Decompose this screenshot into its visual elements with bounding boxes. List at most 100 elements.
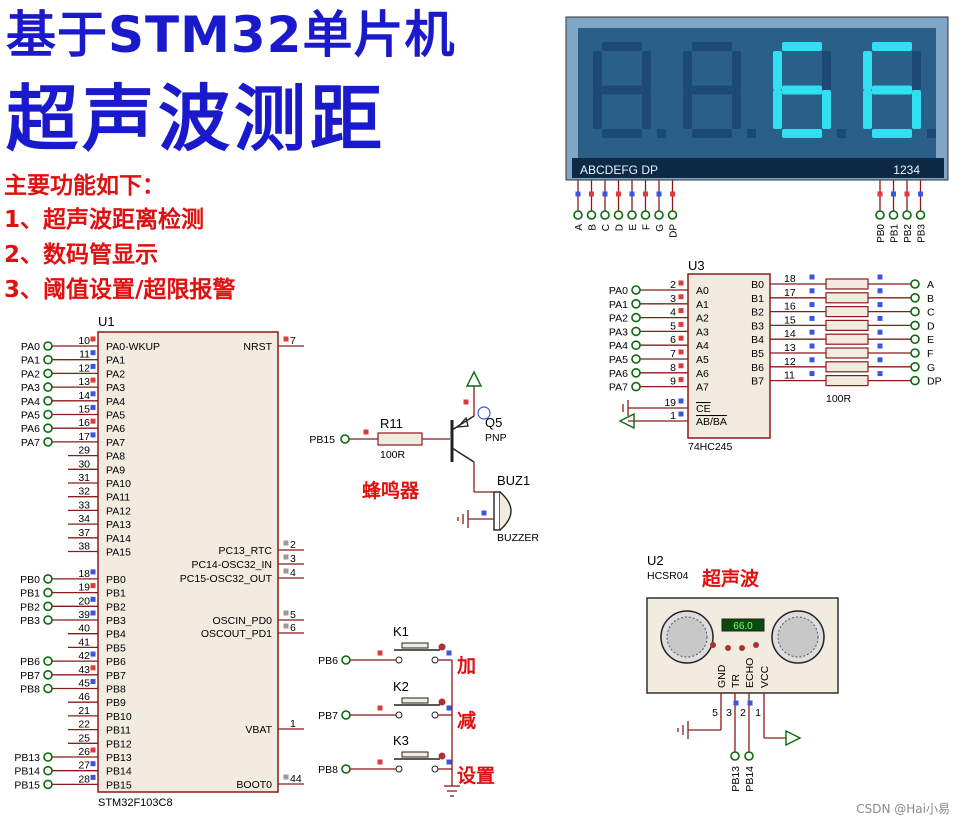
digit-1-segment-g bbox=[602, 85, 642, 95]
segment-pin-DP[interactable] bbox=[667, 210, 678, 220]
sensor-lcd bbox=[721, 618, 765, 632]
segment-net-terminal-B[interactable] bbox=[910, 292, 920, 303]
segment-net-terminal-C[interactable] bbox=[910, 306, 920, 317]
sensor-pin-number: 3 bbox=[726, 707, 732, 719]
buffer-in-terminal-PA0[interactable] bbox=[631, 285, 641, 295]
buffer-in-terminal-PA5[interactable] bbox=[631, 354, 641, 364]
mcu-net-terminal-PB1[interactable] bbox=[43, 587, 53, 598]
digit-pin-PB0[interactable] bbox=[875, 210, 885, 220]
sensor-net-terminal-PB13[interactable] bbox=[730, 751, 740, 761]
mcu-pin-name: PA12 bbox=[106, 505, 131, 517]
key-button-K3[interactable] bbox=[401, 751, 429, 758]
mcu-net-terminal-PB14[interactable] bbox=[43, 765, 53, 776]
segment-pin-A[interactable] bbox=[573, 210, 583, 220]
sensor-ref: U2 bbox=[647, 553, 664, 568]
buffer-pin-name: A5 bbox=[696, 354, 709, 366]
mcu-net-terminal-PB7[interactable] bbox=[43, 669, 53, 680]
buffer-in-terminal-PA1[interactable] bbox=[631, 298, 641, 309]
buffer-in-terminal-PA7[interactable] bbox=[631, 381, 641, 392]
key-terminal-PB7[interactable] bbox=[341, 710, 351, 720]
key-button-K1[interactable] bbox=[401, 642, 429, 649]
mcu-net-terminal-PA5[interactable] bbox=[43, 409, 53, 420]
buffer-in-terminal-PA6[interactable] bbox=[631, 367, 641, 378]
segment-net-terminal-D[interactable] bbox=[910, 320, 920, 331]
digit-4-segment-g bbox=[872, 85, 912, 95]
digit-pin-PB2[interactable] bbox=[902, 210, 912, 220]
key-button-K2[interactable] bbox=[401, 697, 429, 704]
mcu-net-terminal-PA7[interactable] bbox=[43, 437, 53, 447]
mcu-net-label: PA0 bbox=[21, 341, 40, 353]
feature-2: 2、数码管显示 bbox=[4, 242, 159, 268]
segment-pin-G[interactable] bbox=[654, 210, 664, 220]
buffer-in-terminal-PA3[interactable] bbox=[631, 326, 641, 337]
buffer-in-terminal-PA4[interactable] bbox=[631, 340, 641, 351]
sensor-pin-number: 2 bbox=[740, 707, 746, 719]
mcu-pin-name: PA9 bbox=[106, 464, 125, 476]
mcu-pin-name: PB12 bbox=[106, 738, 132, 750]
mcu-net-terminal-PB0[interactable] bbox=[43, 574, 53, 584]
pin-state-marker bbox=[90, 761, 96, 767]
digit-4-segment-e bbox=[863, 90, 872, 129]
pin-state-marker bbox=[877, 343, 883, 349]
mcu-net-terminal-PB2[interactable] bbox=[43, 601, 53, 612]
mcu-net-label: PA6 bbox=[21, 423, 40, 435]
segment-net-terminal-F[interactable] bbox=[910, 348, 920, 358]
digit-1-segment-b bbox=[642, 51, 651, 90]
buffer-in-terminal-PA2[interactable] bbox=[631, 312, 641, 323]
pin-state-marker bbox=[877, 357, 883, 363]
segment-pin-D[interactable] bbox=[613, 210, 624, 220]
mcu-net-terminal-PB8[interactable] bbox=[43, 683, 53, 694]
digit-pin-PB3[interactable] bbox=[915, 210, 926, 220]
buffer-body bbox=[687, 273, 771, 439]
pin-state-marker bbox=[747, 700, 753, 706]
key-3-label: 设置 bbox=[457, 765, 496, 787]
mcu-net-label: PA3 bbox=[21, 382, 40, 394]
digit-1-segment-d bbox=[602, 129, 642, 138]
segment-pin-B[interactable] bbox=[586, 210, 597, 220]
digit-pin-PB1[interactable] bbox=[888, 210, 899, 220]
segment-net-terminal-DP[interactable] bbox=[910, 375, 920, 386]
mcu-net-label: PB0 bbox=[20, 574, 40, 586]
key-led bbox=[438, 643, 446, 651]
key-terminal-PB6[interactable] bbox=[341, 655, 351, 665]
segment-pin-C[interactable] bbox=[600, 210, 610, 220]
mcu-net-terminal-PB13[interactable] bbox=[43, 752, 53, 762]
segment-pin-E[interactable] bbox=[627, 210, 637, 220]
key-terminal-PB8[interactable] bbox=[341, 764, 351, 774]
segment-pin-F[interactable] bbox=[640, 210, 651, 220]
mcu-net-terminal-PB6[interactable] bbox=[43, 656, 53, 666]
segment-net-terminal-E[interactable] bbox=[910, 334, 920, 345]
mcu-pin-number: 42 bbox=[78, 650, 90, 662]
pin-state-marker bbox=[877, 329, 883, 335]
mcu-pin-name: PC13_RTC bbox=[219, 545, 273, 557]
pin-state-marker bbox=[90, 569, 96, 575]
mcu-net-terminal-PA6[interactable] bbox=[43, 423, 53, 434]
segment-net-terminal-A[interactable] bbox=[910, 279, 920, 289]
mcu-net-terminal-PA2[interactable] bbox=[43, 368, 53, 379]
mcu-pin-number: 12 bbox=[78, 362, 90, 374]
mcu-pin-number: 11 bbox=[79, 349, 90, 361]
mcu-net-terminal-PB15[interactable] bbox=[43, 779, 53, 790]
mcu-pin-name: PB6 bbox=[106, 656, 126, 668]
mcu-net-terminal-PA1[interactable] bbox=[43, 354, 53, 365]
sensor-net-terminal-PB14[interactable] bbox=[744, 751, 754, 761]
mcu-pin-number: 5 bbox=[290, 609, 296, 621]
mcu-net-terminal-PB3[interactable] bbox=[43, 615, 53, 625]
mcu-net-terminal-PA4[interactable] bbox=[43, 395, 53, 406]
segment-net-terminal-G[interactable] bbox=[910, 361, 920, 372]
mcu-net-terminal-PA0[interactable] bbox=[43, 341, 53, 351]
buffer-pin-name: A6 bbox=[696, 368, 709, 380]
buzzer-input-terminal[interactable] bbox=[340, 434, 350, 444]
key-ref: K3 bbox=[393, 733, 409, 748]
pin-state-marker bbox=[90, 583, 96, 589]
mcu-net-terminal-PA3[interactable] bbox=[43, 382, 53, 392]
pin-state-marker bbox=[90, 596, 96, 602]
pin-state-marker bbox=[877, 191, 883, 197]
buzzer-ref: BUZ1 bbox=[497, 473, 530, 488]
